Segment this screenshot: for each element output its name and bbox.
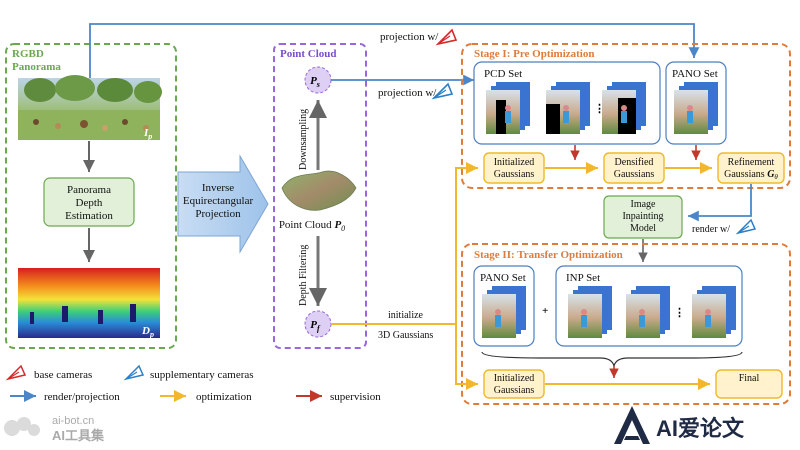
yellow-line-pf-to-stage2	[455, 324, 478, 390]
legend-optimization: optimization	[196, 391, 252, 403]
stage1-title: Stage I: Pre Optimization	[474, 48, 594, 60]
point-cloud-panel	[273, 43, 367, 349]
initialize-label-1: initialize	[388, 310, 424, 321]
pcd-set-label: PCD Set	[484, 68, 522, 80]
panorama-image	[18, 75, 162, 140]
panorama-title: Panorama	[12, 61, 61, 73]
depth-map-image	[18, 268, 160, 338]
projection-base-label: projection w/	[380, 31, 439, 43]
refinement-line1: Refinement	[728, 157, 775, 168]
inp-image-stack-3	[692, 286, 736, 338]
render-supp-label: render w/	[692, 224, 730, 235]
yellow-line-pf-to-stage1	[455, 162, 478, 324]
rgbd-panel	[5, 43, 177, 349]
final-label: Final	[739, 373, 760, 384]
initialize-label-2: 3D Gaussians	[378, 330, 433, 341]
supp-camera-icon-render	[735, 218, 757, 235]
watermark-right-logo	[614, 406, 650, 444]
inverse-projection-arrow	[177, 154, 269, 254]
projection-supp-label: projection w/	[378, 87, 437, 99]
node-pf-label: Pf	[310, 319, 321, 333]
watermark-left-logo	[4, 417, 40, 436]
init1-line1: Initialized	[494, 157, 535, 168]
point-cloud-title: Point Cloud	[280, 48, 337, 60]
stage2-title: Stage II: Transfer Optimization	[474, 249, 623, 261]
inp-image-stack-2	[626, 286, 670, 338]
depth-filtering-label: Depth Filtering	[298, 245, 309, 306]
image-label: Ip	[143, 127, 152, 141]
legend-supp-cameras-icon	[123, 364, 145, 381]
inp-dots: ⋮	[674, 307, 685, 319]
final-box	[715, 369, 783, 399]
pano-set-box	[665, 61, 727, 145]
downsampling-label: Downsampling	[298, 109, 309, 170]
pano-set-label: PANO Set	[672, 68, 718, 80]
stage2-pano-image-stack	[482, 286, 526, 338]
point-cloud-blob	[281, 170, 357, 211]
curly-brace	[481, 351, 743, 367]
projection-line1: Inverse	[202, 182, 234, 194]
legend-base-cameras-icon	[5, 364, 27, 381]
legend-supp-cameras: supplementary cameras	[150, 369, 254, 381]
inpaint-line2: Inpainting	[622, 211, 663, 222]
stage2-pano-set-label: PANO Set	[480, 272, 526, 284]
initialized-gaussians-box-2	[483, 369, 545, 399]
densified-line2: Gaussians	[614, 169, 655, 180]
depth-estimation-box	[43, 177, 135, 227]
pano-image-stack	[674, 82, 718, 134]
pcd-set-box	[473, 61, 661, 145]
inp-set-label: INP Set	[566, 272, 600, 284]
stage1-panel	[461, 43, 791, 189]
stage2-pano-set-box	[473, 265, 535, 347]
pcd-image-stack-1	[486, 82, 530, 134]
stage2-panel	[461, 243, 791, 405]
pcd-image-stack-3	[602, 82, 646, 134]
rgbd-title: RGBD	[12, 48, 44, 60]
init2-line1: Initialized	[494, 373, 535, 384]
inpaint-line1: Image	[631, 199, 657, 210]
inp-set-box	[555, 265, 743, 347]
pcd-image-stack-2	[546, 82, 590, 134]
projection-line2: Equirectangular	[183, 195, 254, 207]
base-camera-icon-top	[435, 28, 458, 46]
init1-line2: Gaussians	[494, 169, 535, 180]
projection-line3: Projection	[195, 208, 241, 220]
blue-line-refinement-to-inpaint	[688, 184, 752, 222]
refinement-gaussians-box	[717, 152, 785, 184]
inpaint-line3: Model	[630, 223, 656, 234]
legend-supervision: supervision	[330, 391, 381, 403]
densified-gaussians-box	[603, 152, 665, 184]
blue-line-pano-to-panoset	[89, 23, 700, 78]
legend-render-projection: render/projection	[44, 391, 120, 403]
watermark-right-text: AI爱论文	[656, 416, 745, 441]
pcd-dots: ⋮	[594, 103, 605, 115]
init2-line2: Gaussians	[494, 385, 535, 396]
depth-box-line2: Depth	[76, 197, 103, 209]
watermark-left-line1: ai-bot.cn	[52, 415, 94, 427]
depth-label: Dp	[141, 325, 154, 339]
plus-sign: +	[542, 305, 548, 317]
depth-box-line1: Panorama	[67, 184, 111, 196]
densified-line1: Densified	[615, 157, 654, 168]
inp-image-stack-1	[568, 286, 612, 338]
node-ps-label: Ps	[310, 75, 320, 89]
legend-base-cameras: base cameras	[34, 369, 92, 381]
point-cloud-center-label: Point Cloud P0	[279, 219, 345, 233]
inpainting-model-box	[603, 195, 683, 239]
depth-box-line3: Estimation	[65, 210, 113, 222]
watermark-left-line2: AI工具集	[52, 428, 105, 443]
supp-camera-icon-top	[431, 82, 454, 100]
initialized-gaussians-box-1	[483, 152, 545, 184]
refinement-line2: Gaussians Gθ	[724, 169, 778, 181]
